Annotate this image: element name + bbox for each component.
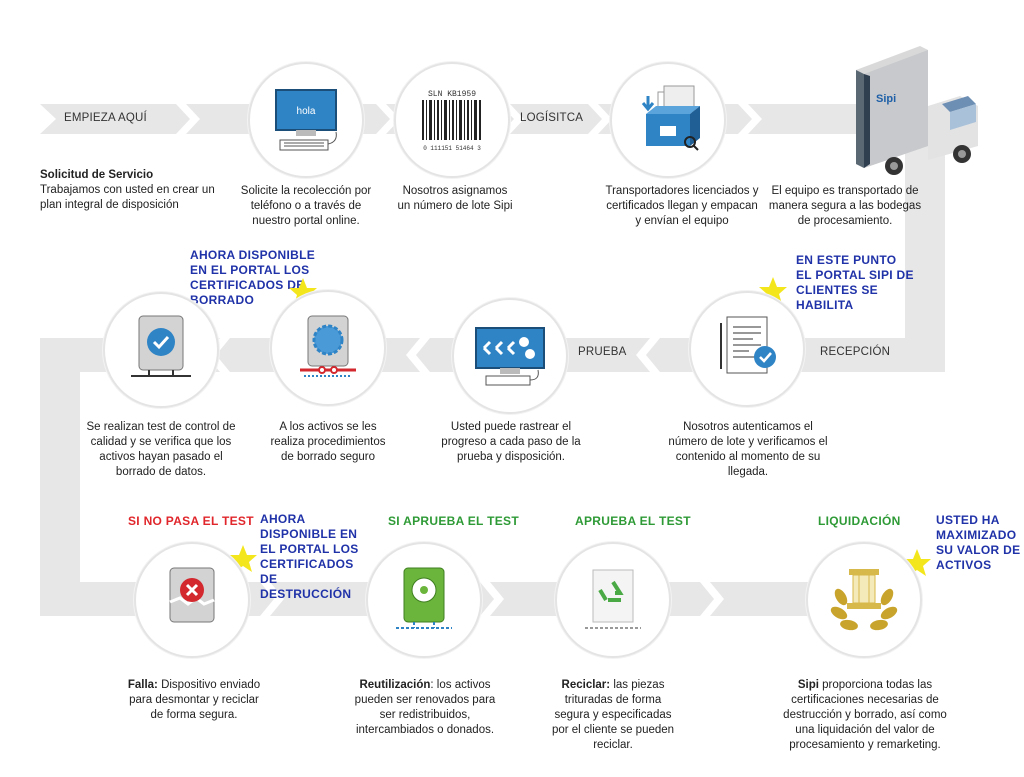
test-label: PRUEBA bbox=[578, 346, 627, 358]
portal-callout: EN ESTE PUNTO EL PORTAL SIPI DE CLIENTES… bbox=[796, 253, 914, 312]
request-pickup-circle: hola bbox=[248, 62, 364, 178]
pass-heading: SI APRUEBA EL TEST bbox=[388, 514, 519, 528]
sipi-truck-icon: Sipi bbox=[856, 46, 978, 175]
star-icon bbox=[229, 545, 257, 572]
reuse-drive-icon bbox=[396, 567, 452, 629]
fail-text: Falla: Dispositivo enviado para desmonta… bbox=[124, 678, 264, 723]
tracking-circle bbox=[452, 298, 568, 414]
liquidation-text: Sipi proporciona todas las certificacion… bbox=[780, 678, 950, 753]
fail-heading: SI NO PASA EL TEST bbox=[128, 514, 254, 528]
lot-number-text: Nosotros asignamos un número de lote Sip… bbox=[397, 185, 513, 212]
service-request-title: Solicitud de Servicio bbox=[40, 169, 154, 181]
failed-drive-icon bbox=[169, 567, 215, 623]
carriers-text: Transportadores licenciados y certificad… bbox=[605, 185, 759, 227]
star-icon bbox=[759, 277, 787, 304]
liquidation-heading: LIQUIDACIÓN bbox=[818, 514, 901, 528]
fail-bold: Falla: bbox=[127, 679, 158, 691]
erase-circle bbox=[270, 290, 386, 406]
recycle-body: las piezas trituradas de forma segura y … bbox=[551, 679, 675, 751]
erase-text: A los activos se les realiza procedimien… bbox=[270, 421, 386, 463]
service-request-text: Trabajamos con usted en crear un plan in… bbox=[40, 184, 215, 211]
qc-circle bbox=[103, 292, 219, 408]
qc-text: Se realizan test de control de calidad y… bbox=[86, 421, 236, 478]
reuse-body: : los activos pueden ser renovados para … bbox=[354, 679, 496, 736]
shipping-box-icon bbox=[641, 85, 700, 151]
sipi-body: proporciona todas las certificaciones ne… bbox=[783, 679, 947, 751]
barcode-bottom-text: 0 111151 51464 3 bbox=[423, 145, 481, 152]
destroy-certs-callout: AHORA DISPONIBLE EN EL PORTAL LOS CERTIF… bbox=[260, 512, 359, 601]
approve-heading: APRUEBA EL TEST bbox=[575, 514, 691, 528]
fail-body: Dispositivo enviado para desmontar y rec… bbox=[129, 679, 261, 721]
lot-number-circle: SLN KB1959 0 111151 51464 3 bbox=[394, 62, 510, 178]
recycle-bold: Reciclar: bbox=[561, 679, 611, 691]
star-icon bbox=[289, 278, 317, 305]
barcode-top-text: SLN KB1959 bbox=[428, 90, 476, 99]
recycle-circle bbox=[555, 542, 671, 658]
recycle-text: Reciclar: las piezas trituradas de forma… bbox=[548, 678, 678, 753]
monitor-screen-text: hola bbox=[297, 106, 316, 117]
request-pickup-text: Solicite la recolección por teléfono o a… bbox=[240, 185, 372, 227]
recycle-icon bbox=[585, 569, 641, 629]
monitor-icon: hola bbox=[275, 89, 337, 151]
barcode-icon: SLN KB1959 0 111151 51464 3 bbox=[422, 90, 481, 152]
reuse-circle bbox=[366, 542, 482, 658]
star-icon bbox=[903, 549, 931, 576]
start-label: EMPIEZA AQUÍ bbox=[64, 112, 147, 124]
reception-label: RECEPCIÓN bbox=[820, 346, 891, 358]
carriers-circle bbox=[610, 62, 726, 178]
erase-drive-icon bbox=[300, 315, 356, 377]
transport-text: El equipo es transportado de manera segu… bbox=[768, 185, 922, 227]
tracking-monitor-icon bbox=[475, 327, 545, 386]
logistics-label: LOGÍSITCA bbox=[520, 112, 584, 124]
reuse-bold: Reutilización bbox=[359, 679, 431, 691]
erase-certs-callout: AHORA DISPONIBLE EN EL PORTAL LOS CERTIF… bbox=[190, 248, 316, 307]
service-request-block: Solicitud de Servicio Trabajamos con ust… bbox=[40, 168, 215, 213]
truck-brand-text: Sipi bbox=[876, 93, 896, 105]
reception-circle bbox=[689, 291, 805, 407]
checked-document-icon bbox=[720, 316, 776, 374]
fail-circle bbox=[134, 542, 250, 658]
verified-drive-icon bbox=[131, 315, 191, 377]
tracking-text: Usted puede rastrear el progreso a cada … bbox=[441, 421, 581, 463]
liquidation-circle bbox=[806, 542, 922, 658]
sipi-bold: Sipi bbox=[797, 679, 819, 691]
reuse-text: Reutilización: los activos pueden ser re… bbox=[350, 678, 500, 738]
authenticate-text: Nosotros autenticamos el número de lote … bbox=[668, 421, 828, 478]
laurel-award-icon bbox=[830, 569, 898, 631]
maximized-callout: USTED HA MAXIMIZADO SU VALOR DE ACTIVOS bbox=[936, 513, 1021, 572]
